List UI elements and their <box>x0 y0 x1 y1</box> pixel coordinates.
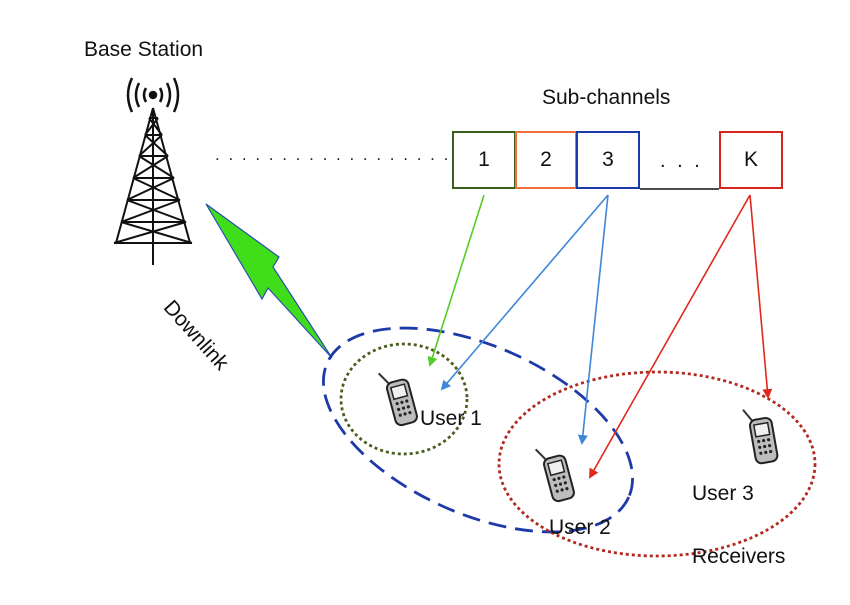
lightning-bolt <box>205 203 333 359</box>
phone-icon-user1 <box>377 365 420 429</box>
arrow-chK-user3 <box>749 194 773 399</box>
phone-icon-user3 <box>741 404 780 466</box>
subchannel-k-label: K <box>743 148 758 171</box>
subchannel-3-label: 3 <box>602 148 614 171</box>
base-station-label: Base Station <box>84 38 204 61</box>
subchannel-leading-dots: . . . . . . . . . . . . . . . . . . . . <box>215 145 478 164</box>
subchannels-title: Sub-channels <box>542 86 671 109</box>
subchannel-1: 1 <box>452 131 516 189</box>
receivers-ellipse-red <box>497 370 817 558</box>
arrow-chK-user2 <box>589 194 751 479</box>
subchannel-3: 3 <box>576 131 640 189</box>
subchannel-2: 2 <box>515 131 577 189</box>
user2-label: User 2 <box>549 516 611 539</box>
subchannel-k: K <box>719 131 783 189</box>
arrow-ch3-user2 <box>577 194 609 445</box>
arrow-ch3-user1 <box>440 194 609 391</box>
user1-ellipse-green <box>339 342 469 456</box>
user3-label: User 3 <box>692 482 754 505</box>
receivers-label: Receivers <box>692 545 786 568</box>
subchannel-1-label: 1 <box>478 148 490 171</box>
subchannel-2-label: 2 <box>540 148 552 171</box>
phone-icon-user2 <box>534 441 577 505</box>
arrow-ch1-user1 <box>427 194 485 367</box>
subchannel-ellipsis: . . . <box>660 150 703 172</box>
tower-icon <box>113 107 193 265</box>
signal-waves-icon <box>126 77 180 113</box>
user-group-ellipse-blue <box>322 326 634 534</box>
user1-label: User 1 <box>420 407 482 430</box>
